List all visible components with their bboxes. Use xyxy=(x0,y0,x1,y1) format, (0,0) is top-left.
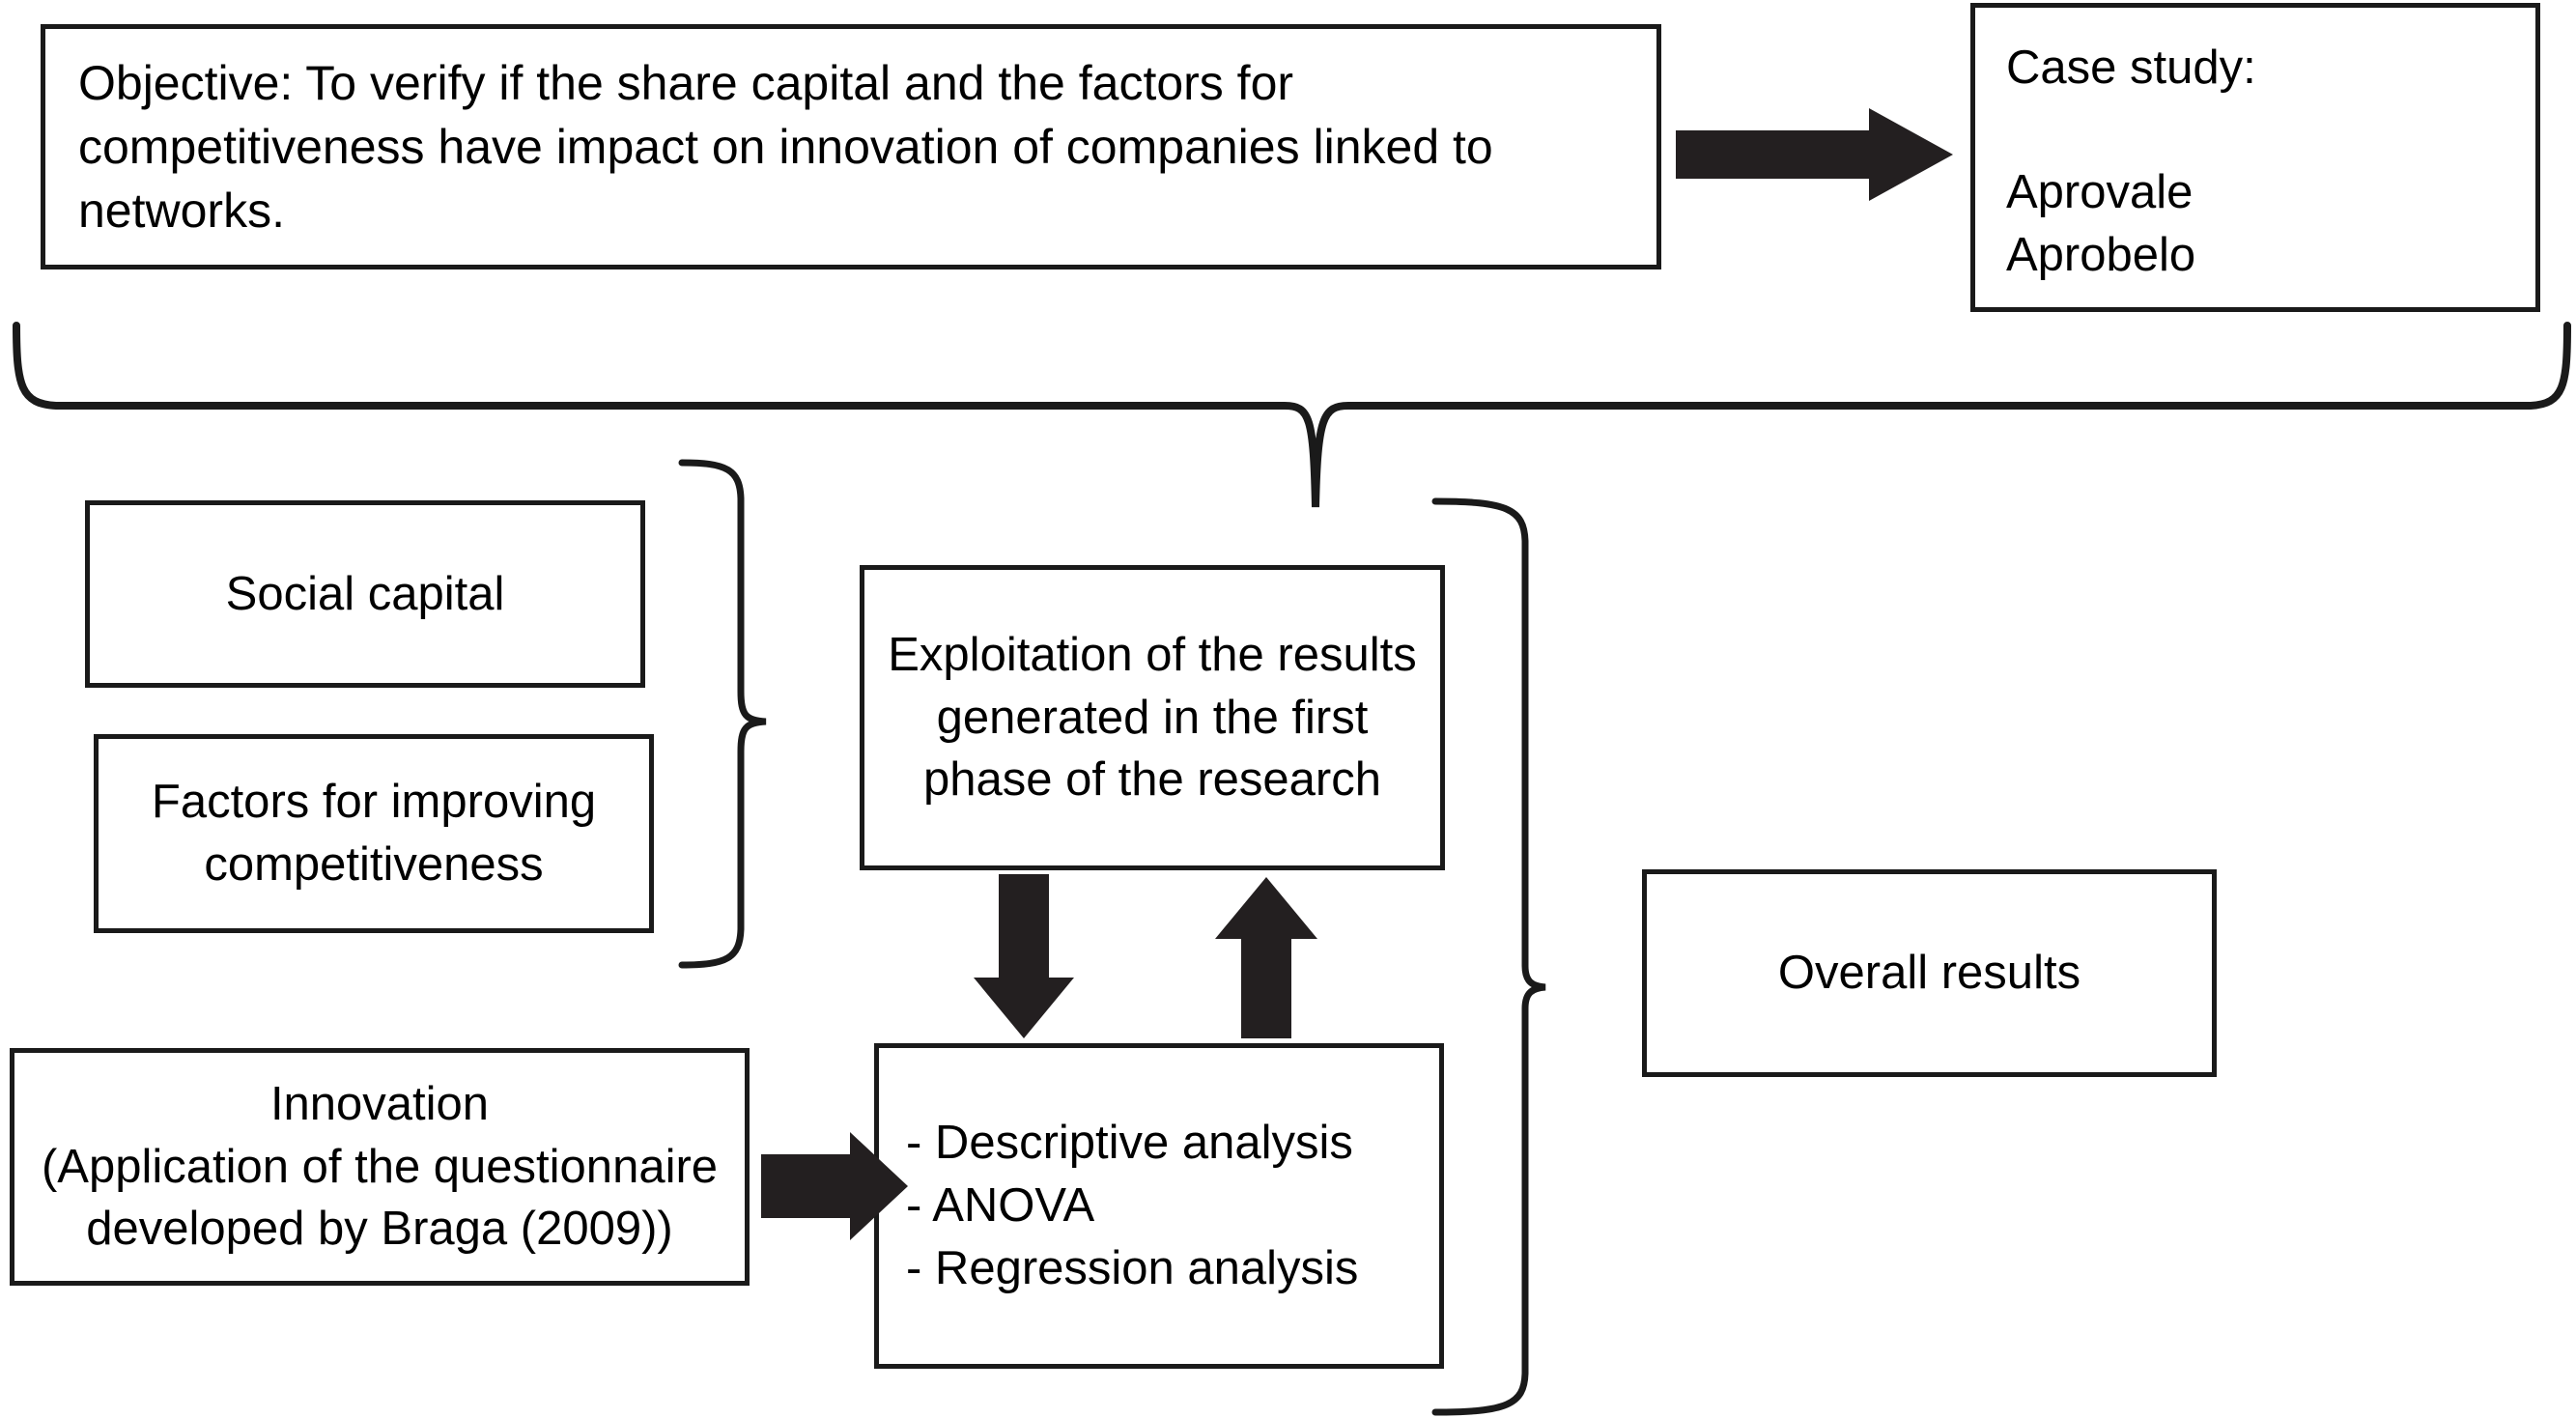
case-study-box[interactable]: Case study: Aprovale Aprobelo xyxy=(1970,3,2540,312)
objective-text: Objective: To verify if the share capita… xyxy=(78,56,1493,238)
innovation-text: Innovation (Application of the questionn… xyxy=(41,1077,719,1256)
top-grouping-brace xyxy=(13,322,2571,508)
case-study-text: Case study: Aprovale Aprobelo xyxy=(2006,42,2256,282)
overall-results-text: Overall results xyxy=(1777,947,2081,1000)
analysis-methods-text: - Descriptive analysis - ANOVA - Regress… xyxy=(906,1117,1359,1294)
analysis-methods-box[interactable]: - Descriptive analysis - ANOVA - Regress… xyxy=(874,1043,1444,1369)
exploitation-box[interactable]: Exploitation of the results generated in… xyxy=(860,565,1445,870)
objective-to-case-study-arrow-icon xyxy=(1676,108,1953,201)
factors-box[interactable]: Factors for improving competitiveness xyxy=(94,734,654,933)
exploitation-text: Exploitation of the results generated in… xyxy=(888,628,1417,807)
analysis-to-exploitation-arrow-icon xyxy=(1215,877,1317,1038)
objective-box[interactable]: Objective: To verify if the share capita… xyxy=(41,24,1661,269)
results-grouping-brace xyxy=(1431,497,1546,1416)
social-capital-box[interactable]: Social capital xyxy=(85,500,645,688)
factors-text: Factors for improving competitiveness xyxy=(151,776,597,891)
innovation-box[interactable]: Innovation (Application of the questionn… xyxy=(10,1048,750,1286)
inputs-grouping-brace xyxy=(678,459,767,969)
overall-results-box[interactable]: Overall results xyxy=(1642,869,2217,1077)
exploitation-to-analysis-arrow-icon xyxy=(974,874,1074,1038)
social-capital-text: Social capital xyxy=(225,567,505,620)
